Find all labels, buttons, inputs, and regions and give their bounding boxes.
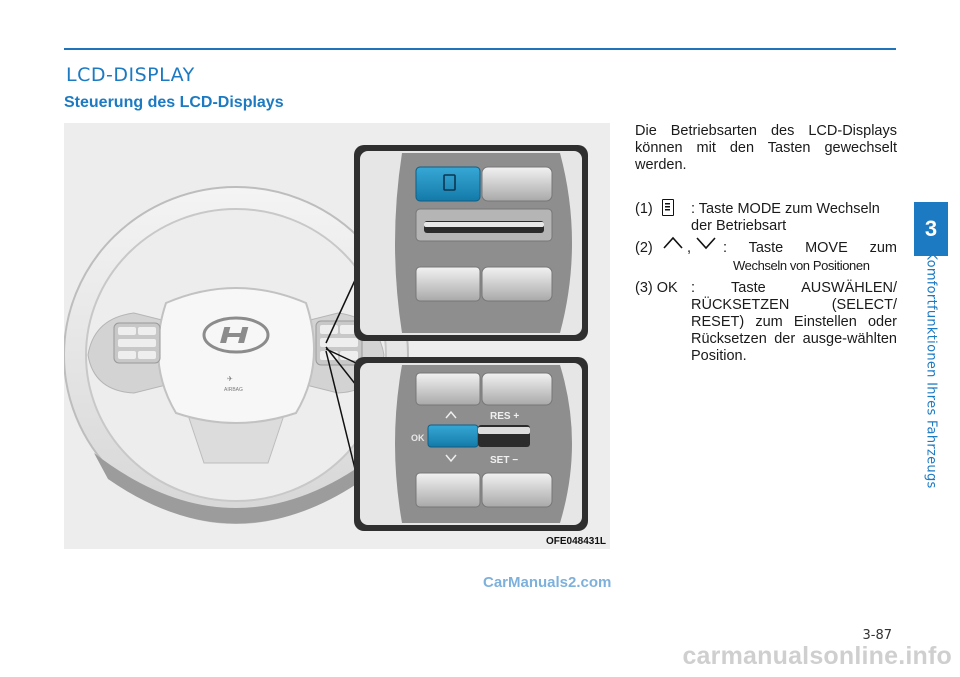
intro-paragraph: Die Betriebsarten des LCD-Displays könne… xyxy=(635,123,897,173)
svg-text:✈: ✈ xyxy=(227,376,233,383)
watermark-bottom: carmanualsonline.info xyxy=(682,642,952,670)
item-text: : Taste MODE zum Wechseln der Betriebsar… xyxy=(691,201,880,234)
page-number: 3-87 xyxy=(862,628,892,643)
item-number: (1) xyxy=(635,201,653,217)
ok-button-highlight xyxy=(427,424,479,448)
item-separator: , xyxy=(687,240,692,256)
airbag-hub xyxy=(157,287,315,424)
steering-wheel-illustration: ✈ AIRBAG RES + xyxy=(64,145,588,531)
item-text: : Taste AUSWÄHLEN/ RÜCKSETZEN (SELECT/ R… xyxy=(691,280,897,364)
item-text: : Taste MOVE zum xyxy=(723,240,897,256)
figure-code: OFE048431L xyxy=(545,536,606,547)
chevron-up-icon xyxy=(663,236,683,249)
item-number: (2) xyxy=(635,240,653,256)
set-label: SET − xyxy=(490,455,518,466)
logo-emblem xyxy=(202,316,270,354)
item-number: (3) OK xyxy=(635,280,678,296)
res-label: RES + xyxy=(490,411,519,422)
body-text: Die Betriebsarten des LCD-Displays könne… xyxy=(635,123,897,190)
mode-button-highlight xyxy=(415,166,481,202)
ok-label: OK xyxy=(411,433,425,443)
chapter-tab: 3 xyxy=(914,202,948,256)
watermark-top: CarManuals2.com xyxy=(483,574,612,591)
subtitle: Steuerung des LCD-Displays xyxy=(64,94,284,111)
steering-wheel-figure: ✈ AIRBAG RES + xyxy=(64,123,610,549)
mode-icon xyxy=(662,199,674,216)
top-rule xyxy=(64,48,896,50)
section-title: LCD-DISPLAY xyxy=(66,64,195,86)
chevron-down-icon xyxy=(696,237,716,250)
svg-text:AIRBAG: AIRBAG xyxy=(224,387,243,393)
item-text-line2: Wechseln von Positionen xyxy=(733,258,870,273)
chapter-label: Komfortfunktionen Ihres Fahrzeugs xyxy=(923,251,939,489)
